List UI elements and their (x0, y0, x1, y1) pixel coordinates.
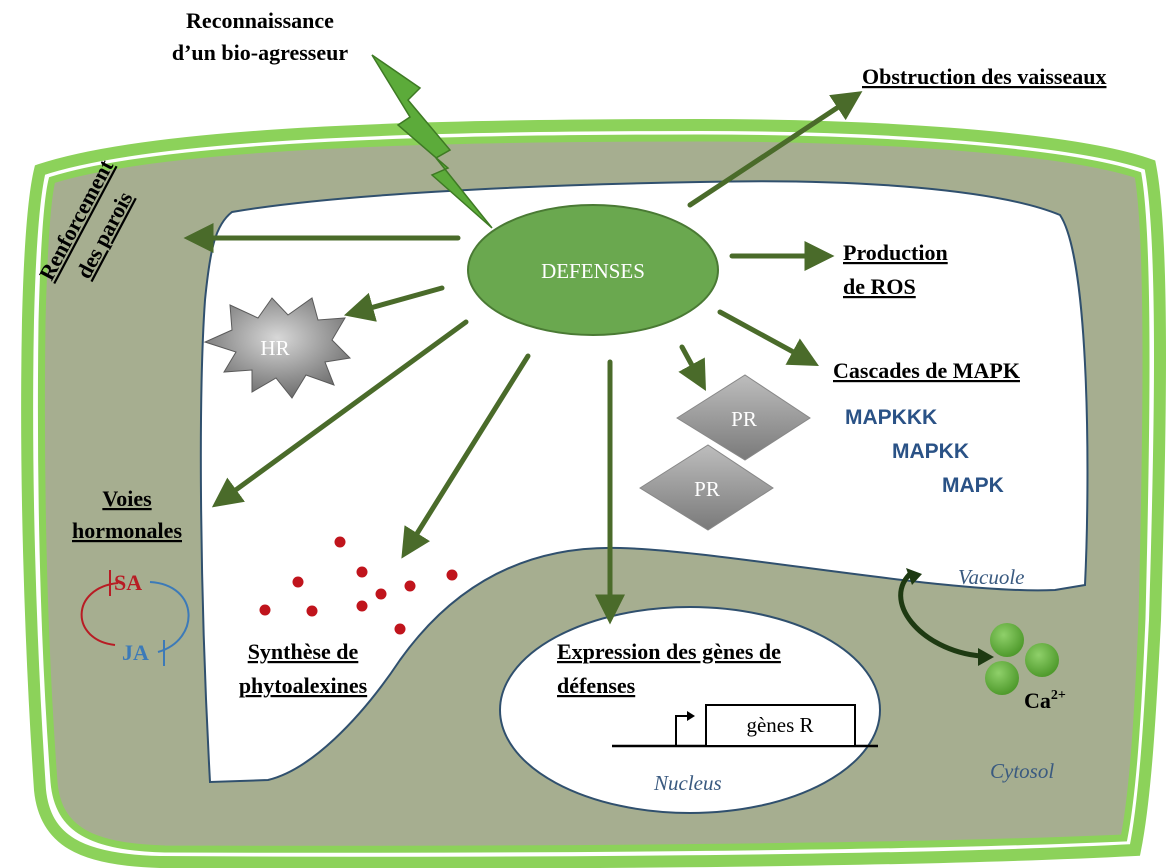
lightning-bolt-icon (371, 54, 493, 229)
promoter-arrow-icon (675, 715, 692, 746)
genes-r-label: gènes R (746, 713, 813, 737)
expression-label-2: défenses (557, 673, 636, 698)
vacuole (199, 180, 1089, 784)
pr-diamond-2 (639, 444, 774, 531)
calcium-ions (985, 623, 1059, 695)
hr-label: HR (260, 336, 289, 360)
cytosol-label: Cytosol (990, 759, 1054, 783)
recognition-label-2: d’un bio-agresseur (172, 40, 348, 65)
pr-label-2: PR (694, 477, 720, 501)
sa-label: SA (114, 570, 142, 595)
hr-burst-icon (203, 297, 352, 399)
synthese-label-2: phytoalexines (239, 673, 368, 698)
ja-label: JA (122, 640, 149, 665)
calcium-label: Ca2+ (1024, 688, 1066, 713)
sa-inhibition-arc (80, 582, 119, 646)
defenses-label: DEFENSES (541, 259, 645, 283)
expression-label-1: Expression des gènes de (557, 639, 781, 664)
voies-label-2: hormonales (72, 518, 182, 543)
arrows (183, 91, 863, 625)
phytoalexine-dots (259, 536, 458, 635)
defenses-ellipse (467, 204, 719, 336)
synthese-label-1: Synthèse de (248, 639, 359, 664)
genes-r-box (705, 704, 856, 747)
calcium-release-arrow (898, 570, 981, 659)
ja-inhibition-arc (149, 581, 190, 653)
mapk-label: MAPK (942, 474, 1004, 497)
mapk-title: Cascades de MAPK (833, 358, 1020, 383)
ros-label-1: Production (843, 240, 948, 265)
mapkk-label: MAPKK (892, 440, 969, 463)
pr-diamond-1 (676, 374, 811, 461)
ros-label-2: de ROS (843, 274, 916, 299)
obstruction-label: Obstruction des vaisseaux (862, 64, 1106, 89)
mapkkk-label: MAPKKK (845, 406, 937, 429)
nucleus-label: Nucleus (653, 771, 722, 795)
voies-label-1: Voies (102, 486, 152, 511)
nucleus (499, 606, 881, 814)
pr-label-1: PR (731, 407, 757, 431)
recognition-label-1: Reconnaissance (186, 8, 334, 33)
vacuole-label: Vacuole (958, 565, 1024, 589)
